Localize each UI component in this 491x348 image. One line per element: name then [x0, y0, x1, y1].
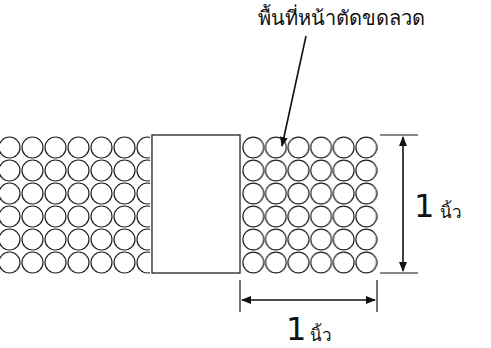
left-winding: [0, 136, 150, 274]
leader-arrow: [282, 36, 306, 146]
area-label: พื้นที่หน้าตัดขดลวด: [258, 8, 425, 28]
dimension-unit: นิ้ว: [310, 327, 332, 344]
core: [152, 135, 240, 273]
width-dimension: [242, 299, 375, 301]
height-dimension: [402, 137, 404, 271]
dimension-value: 1: [414, 190, 434, 222]
dimension-unit: นิ้ว: [440, 204, 462, 221]
dimension-value: 1: [286, 313, 306, 345]
right-winding: [242, 136, 378, 274]
